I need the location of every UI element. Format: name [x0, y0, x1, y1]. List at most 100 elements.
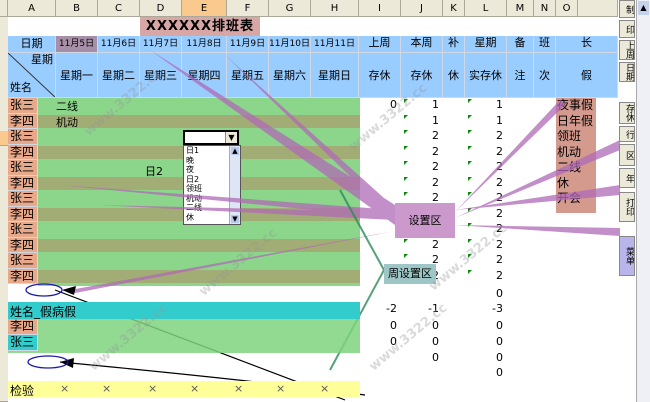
row-l-9: 2	[496, 237, 503, 251]
col-header-b[interactable]: B	[56, 0, 98, 17]
section2-name-2: 张三	[8, 335, 38, 351]
row-l-3: 2	[496, 144, 503, 158]
note-header: 注	[507, 53, 534, 98]
row-name-9: 李四	[8, 237, 38, 253]
leave-item-2: 领班	[557, 129, 582, 143]
check-mark-3: ×	[190, 382, 200, 395]
dropdown-arrow-icon[interactable]: ▼	[225, 132, 237, 143]
row-name-6: 张三	[8, 191, 38, 207]
macro-button-3[interactable]: 日期	[619, 62, 635, 82]
section2-r2-l: 0	[496, 335, 503, 348]
macro-button-5[interactable]: 行	[619, 126, 635, 142]
row-name-10: 张三	[8, 253, 38, 269]
comment-tick-j-2	[404, 130, 408, 134]
dropdown-option-3[interactable]: 日2	[186, 174, 200, 184]
comment-tick-l-3	[468, 145, 472, 150]
col-header-m[interactable]: M	[507, 0, 534, 17]
row-i-0: 0	[390, 98, 397, 111]
comment-tick-j-3	[404, 145, 408, 150]
row-header-selected[interactable]	[0, 131, 8, 146]
week-header: 星期	[465, 36, 507, 53]
comment-tick-l-10	[468, 254, 472, 258]
col-header-g[interactable]: G	[269, 0, 311, 17]
row-j-10: 2	[432, 253, 439, 266]
long-header: 长	[556, 36, 618, 53]
week-name-corner: 星期 姓名	[8, 53, 56, 98]
weekday-header-0: 星期一	[56, 53, 98, 98]
col-header-j[interactable]: J	[401, 0, 443, 17]
row-name-8: 张三	[8, 222, 38, 238]
macro-button-9[interactable]: 菜单	[619, 236, 635, 276]
row-j-5: 2	[432, 175, 439, 189]
weekly-settings-callout: 周设置区	[384, 264, 436, 284]
row-j-3: 2	[432, 144, 439, 158]
select-all-corner[interactable]	[0, 0, 8, 17]
rest-header: 休	[443, 53, 465, 98]
rest-stock-header: 存休	[359, 53, 401, 98]
vertical-scrollbar[interactable]: ▲	[636, 0, 650, 402]
sheet-title: XXXXXX排班表	[140, 17, 260, 36]
macro-button-1[interactable]: 印	[619, 20, 635, 38]
dropdown-option-2[interactable]: 夜	[186, 165, 194, 174]
row-stripe-1	[38, 114, 360, 128]
comment-tick-l-1	[468, 114, 472, 119]
active-cell-e[interactable]: ▼	[183, 130, 239, 145]
scroll-down-icon[interactable]: ▼	[231, 215, 239, 223]
comment-tick-j-10	[404, 254, 408, 258]
col-header-blank	[578, 0, 618, 17]
col-header-c[interactable]: C	[98, 0, 140, 17]
col-header-e[interactable]: E	[182, 0, 227, 17]
date-header-4: 11月9日	[227, 36, 269, 53]
comment-tick-j-0	[404, 99, 408, 103]
section2-body	[8, 319, 360, 353]
col-header-d[interactable]: D	[140, 0, 182, 17]
macro-button-2[interactable]: 上周	[619, 40, 635, 60]
macro-button-7[interactable]: 年	[619, 168, 635, 188]
comment-tick-l-7	[468, 207, 472, 212]
row-j-6: 2	[432, 191, 439, 204]
dropdown-option-4[interactable]: 领班	[186, 184, 202, 193]
section2-r1-j: 0	[432, 319, 439, 332]
week-label: 星期	[31, 53, 53, 66]
scroll-up-icon[interactable]: ▲	[231, 147, 239, 155]
dropdown-scrollbar[interactable]: ▲ ▼	[229, 146, 240, 224]
check-mark-5: ×	[276, 382, 286, 395]
zero-l-1: 0	[496, 287, 503, 300]
check-mark-4: ×	[234, 382, 244, 395]
diagonal-line	[8, 53, 55, 97]
date-header-2: 11月7日	[140, 36, 182, 53]
col-header-a[interactable]: A	[8, 0, 56, 17]
row-j-9: 2	[432, 237, 439, 251]
col-header-l[interactable]: L	[465, 0, 507, 17]
col-header-h[interactable]: H	[311, 0, 359, 17]
dropdown-option-1[interactable]: 晚	[186, 155, 194, 165]
col-header-n[interactable]: N	[534, 0, 556, 17]
macro-button-6[interactable]: 区	[619, 144, 635, 166]
name-label: 姓名	[10, 81, 32, 94]
row-l-1: 1	[496, 113, 503, 127]
row-l-10: 2	[496, 253, 503, 266]
leave-item-1: 日年假	[557, 113, 594, 128]
macro-button-4[interactable]: 存休	[619, 102, 635, 124]
macro-button-0[interactable]: 制	[619, 0, 635, 18]
scroll-up-button-icon[interactable]: ▲	[638, 1, 649, 15]
leave-item-0: 夜事假	[557, 98, 594, 112]
date-header-0: 11月5日	[56, 36, 98, 53]
col-header-f[interactable]: F	[227, 0, 269, 17]
dropdown-option-0[interactable]: 日1	[186, 146, 200, 155]
row-name-7: 李四	[8, 206, 38, 222]
comment-tick-l-6	[468, 192, 472, 196]
zero-l-2: 0	[496, 351, 503, 364]
date-label: 日期	[8, 36, 56, 53]
col-header-o[interactable]: O	[556, 0, 578, 17]
row-l-7: 2	[496, 206, 503, 220]
col-header-i[interactable]: I	[359, 0, 401, 17]
dropdown-option-7[interactable]: 休	[186, 212, 194, 222]
macro-button-8[interactable]: 打印	[619, 192, 635, 222]
comment-tick-j-9	[404, 238, 408, 243]
settings-area-callout: 设置区	[395, 203, 455, 238]
col-header-k[interactable]: K	[443, 0, 465, 17]
row-j-1: 1	[432, 113, 439, 127]
row-b-1: 机动	[56, 115, 78, 129]
